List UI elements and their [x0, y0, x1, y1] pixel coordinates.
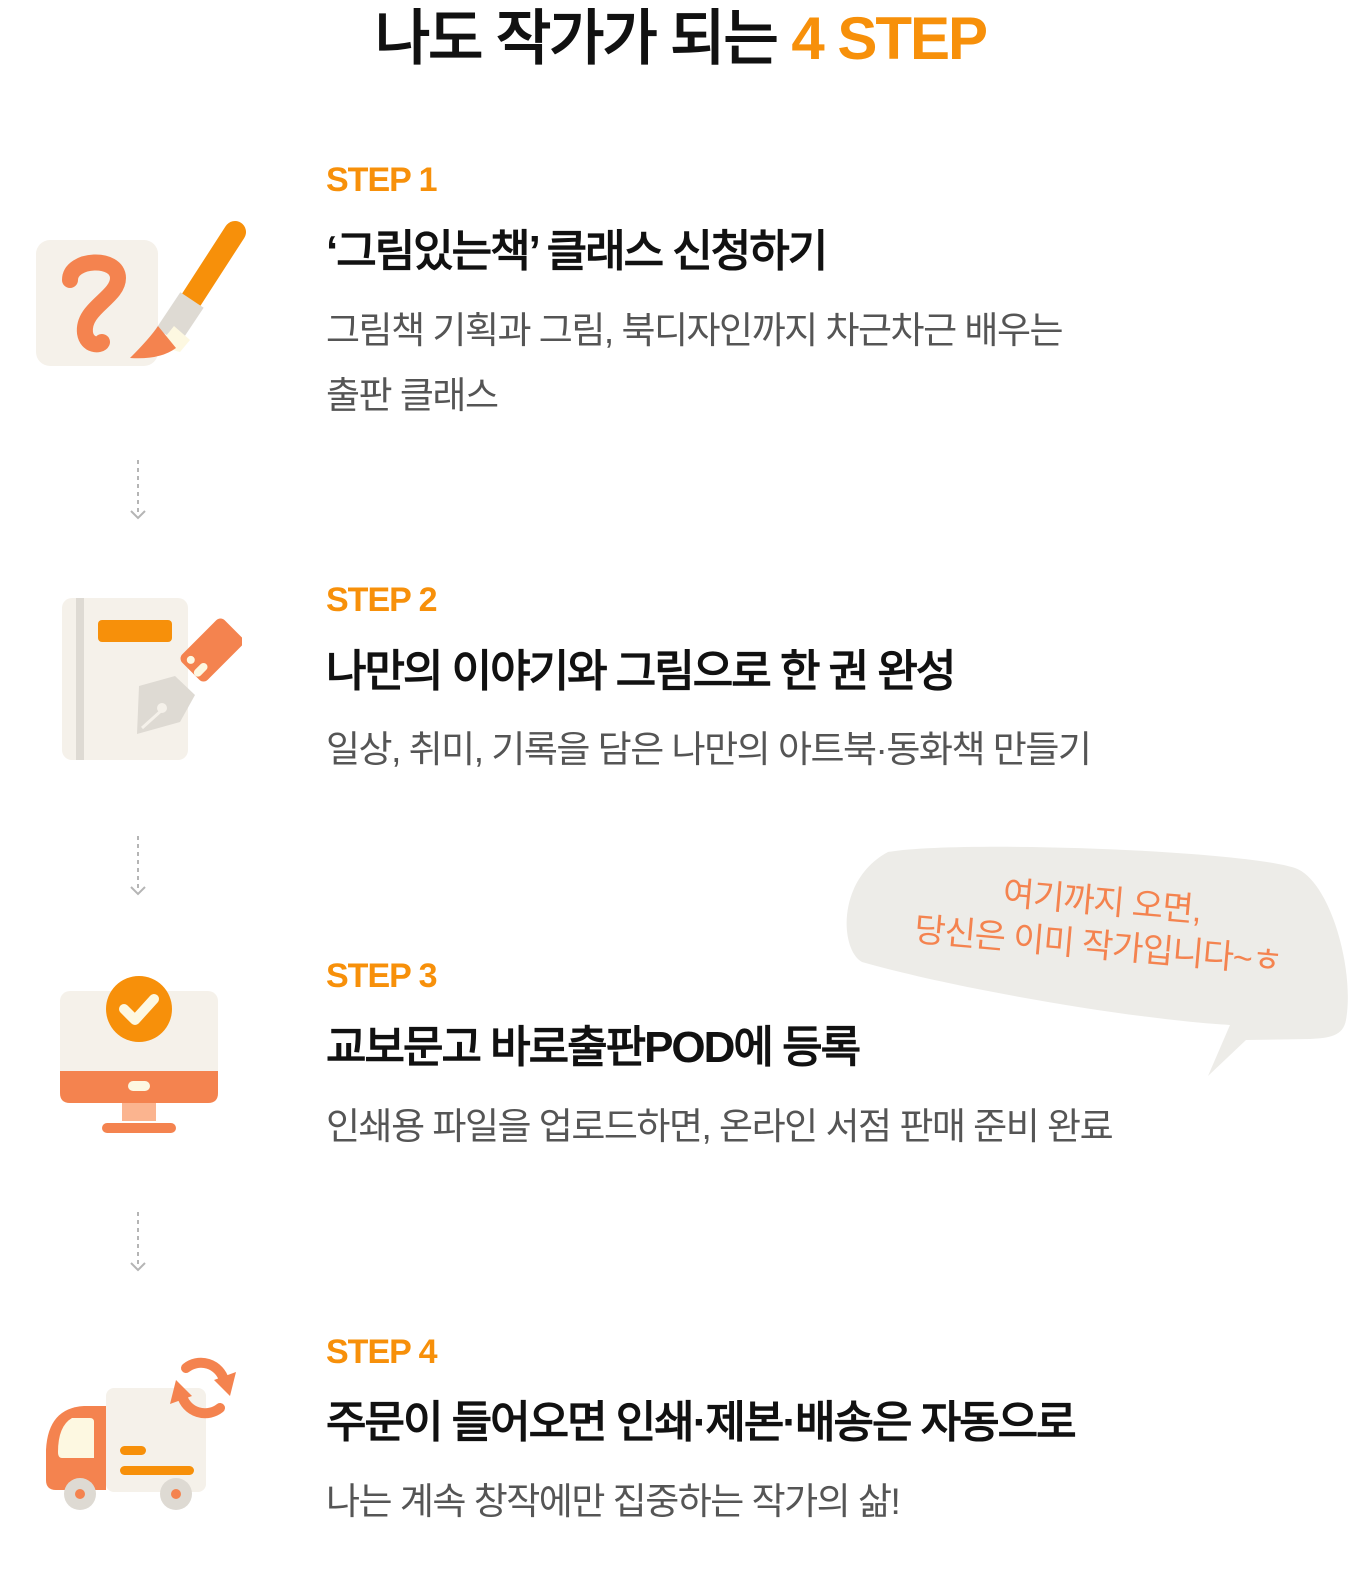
step-label: STEP 3	[326, 957, 438, 995]
step-label: STEP 4	[326, 1333, 438, 1371]
step-title: 주문이 들어오면 인쇄·제본·배송은 자동으로	[326, 1398, 1077, 1447]
down-arrow-icon	[130, 1212, 146, 1272]
notebook-pen-icon	[62, 598, 242, 760]
paintbrush-canvas-icon	[36, 221, 246, 366]
down-arrow-icon	[130, 836, 146, 896]
step-title: 나만의 이야기와 그림으로 한 권 완성	[326, 647, 956, 696]
step-description: 그림책 기획과 그림, 북디자인까지 차근차근 배우는	[326, 310, 1064, 351]
step-description: 일상, 취미, 기록을 담은 나만의 아트북·동화책 만들기	[326, 729, 1092, 770]
page-title: 나도 작가가 되는 4 STEP	[0, 2, 1361, 76]
speech-bubble	[846, 846, 1348, 1076]
delivery-truck-refresh-icon	[46, 1357, 236, 1510]
step-label: STEP 2	[326, 581, 438, 619]
down-arrow-icon	[130, 460, 146, 520]
monitor-check-icon	[60, 976, 218, 1133]
page-title-main: 나도 작가가 되는	[374, 5, 792, 72]
step-description: 인쇄용 파일을 업로드하면, 온라인 서점 판매 준비 완료	[326, 1106, 1114, 1147]
page-title-accent: 4 STEP	[791, 5, 988, 72]
step-title: ‘그림있는책’ 클래스 신청하기	[326, 227, 828, 276]
step-label: STEP 1	[326, 161, 438, 199]
step-description: 나는 계속 창작에만 집중하는 작가의 삶!	[326, 1481, 901, 1522]
step-description-line2: 출판 클래스	[326, 375, 499, 416]
step-title: 교보문고 바로출판POD에 등록	[326, 1023, 861, 1072]
